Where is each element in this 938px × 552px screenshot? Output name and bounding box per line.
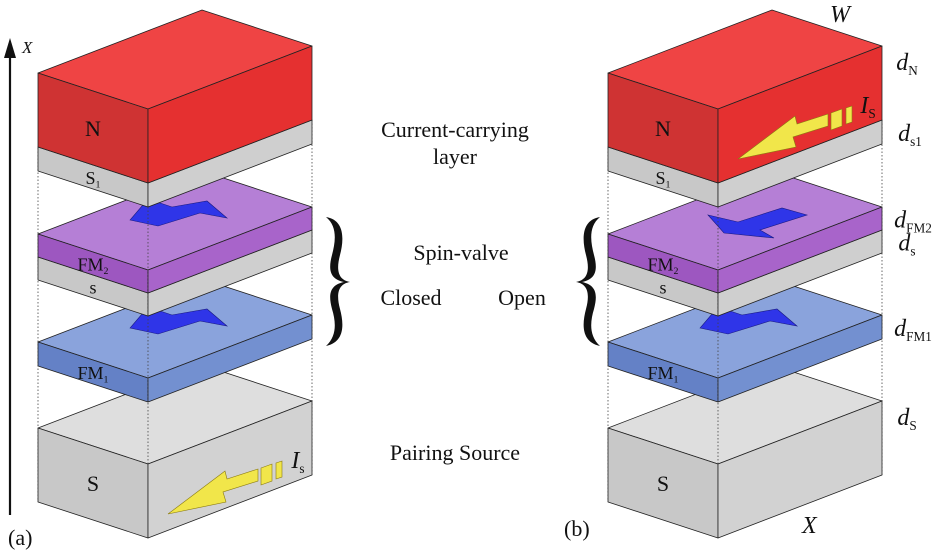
panel-label-b: (b) [564, 516, 590, 541]
closed-brace [326, 217, 350, 346]
length-label-X: X [801, 513, 818, 539]
thickness-label-FM1: dFM1 [894, 316, 932, 344]
layer-label-FM1: FM1 [648, 363, 679, 386]
open-label: Open [498, 285, 546, 310]
layer-N: NdN IS [607, 9, 918, 184]
layer-label-s: s [89, 278, 96, 298]
current-label-S: Is [290, 448, 304, 476]
layer-right-face [147, 45, 313, 184]
closed-label: Closed [380, 285, 441, 310]
thickness-label-FM2: dFM2 [894, 208, 932, 236]
layer-FM2: FM2 [37, 170, 313, 294]
supercurrent-arrow [167, 468, 259, 515]
layer-S: S Is [37, 364, 313, 539]
layer-S: SdS [607, 364, 917, 539]
layer-FM1: FM1 dFM1 [607, 278, 932, 403]
thickness-label-N: dN [896, 50, 918, 78]
thickness-label-s: ds [898, 231, 915, 259]
current-label-N: IS [859, 93, 875, 121]
thickness-label-S: dS [897, 405, 916, 433]
current-bar [830, 108, 843, 131]
x-axis-arrow [4, 38, 16, 515]
layer-N: N [37, 9, 313, 184]
current-bar [275, 460, 283, 480]
layer-label-N: N [85, 116, 101, 141]
supercurrent-arrow [737, 113, 829, 160]
current-layer-label-line2: layer [433, 144, 478, 169]
width-label-W: W [830, 2, 852, 28]
layer-FM2: FM2 dFM2 [607, 170, 932, 294]
layer-label-s: s [659, 278, 666, 298]
layer-label-s1: S1 [656, 168, 671, 191]
layer-label-FM2: FM2 [648, 255, 679, 278]
pairing-source-label: Pairing Source [390, 440, 520, 465]
open-brace [576, 217, 600, 346]
layer-label-FM1: FM1 [78, 363, 109, 386]
magnetization-arrow-left [707, 207, 809, 239]
layer-label-N: N [655, 116, 671, 141]
spin-valve-label: Spin-valve [413, 240, 508, 265]
layer-label-S: S [87, 471, 99, 496]
layer-label-FM2: FM2 [78, 255, 109, 278]
layer-label-s1: S1 [86, 168, 101, 191]
layer-right-face [717, 400, 883, 539]
current-bar [845, 105, 853, 125]
x-axis-label: X [21, 38, 33, 57]
layer-label-S: S [657, 471, 669, 496]
current-bar [260, 463, 273, 486]
thickness-label-s1: ds1 [898, 121, 922, 149]
panel-label-a: (a) [8, 525, 32, 550]
current-layer-label-line1: Current-carrying [381, 117, 529, 142]
